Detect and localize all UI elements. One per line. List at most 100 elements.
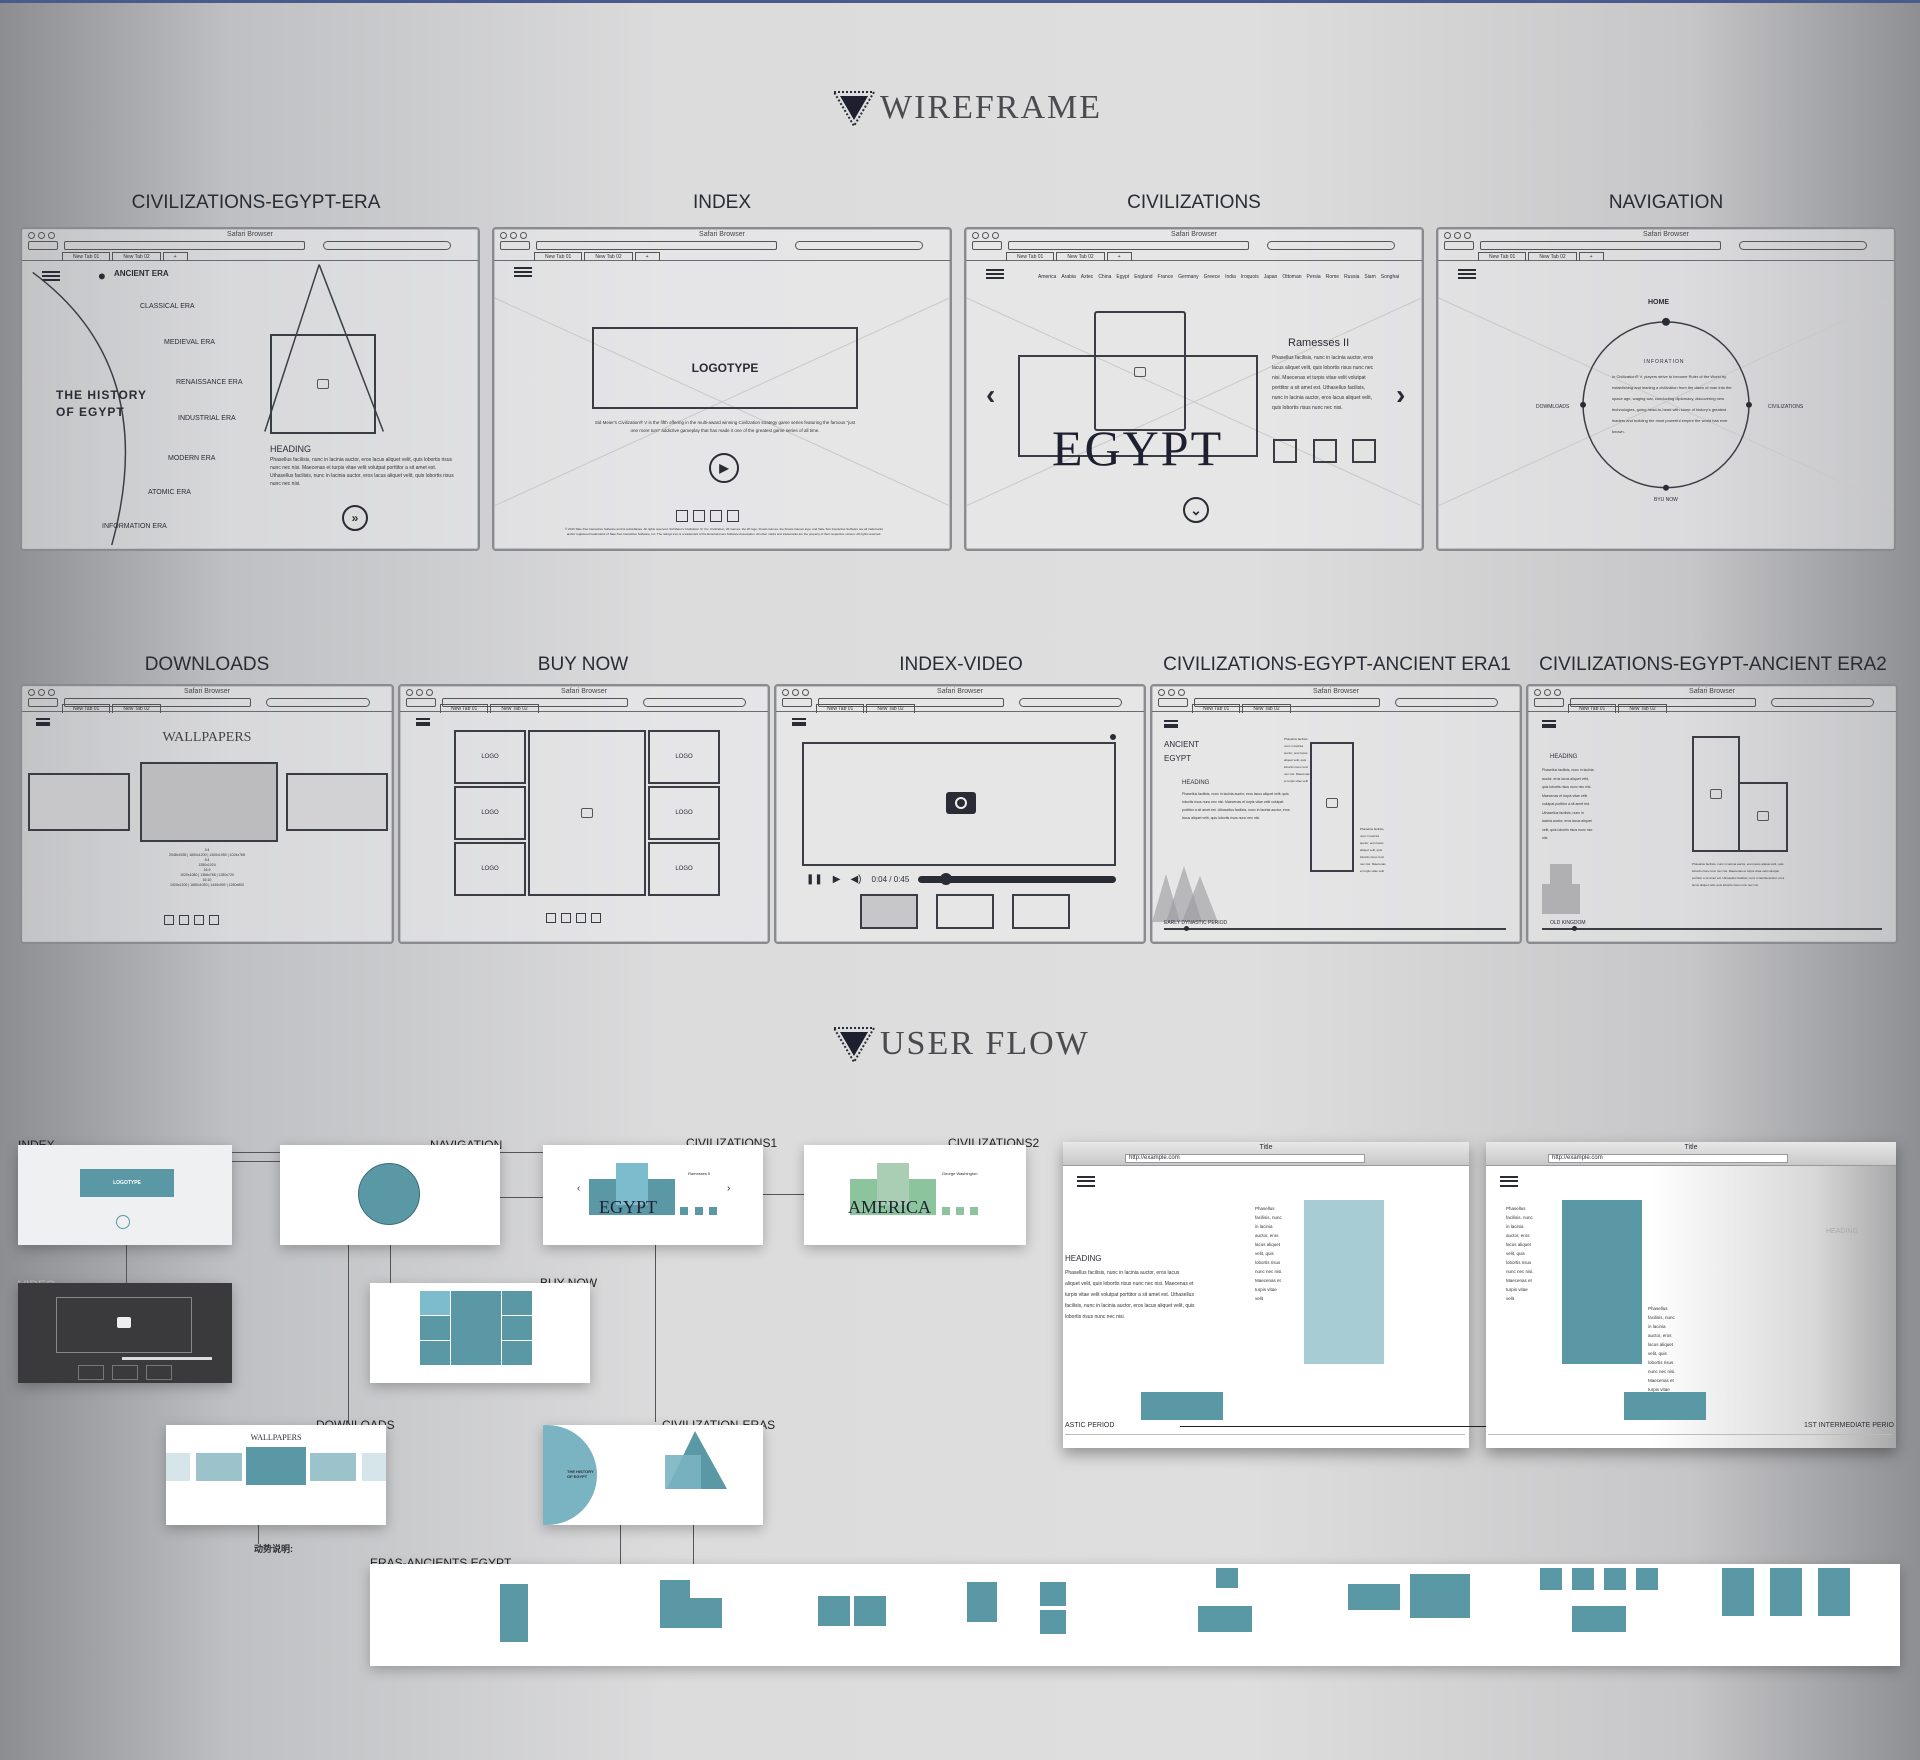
nav-buy-now[interactable]: BYU NOW <box>1654 497 1678 503</box>
thumb-1[interactable] <box>1273 439 1297 463</box>
civ-nav-item[interactable]: Egypt <box>1116 274 1130 280</box>
logo-tile[interactable]: LOGO <box>454 786 526 840</box>
civ-nav-item[interactable]: China <box>1098 274 1112 280</box>
play-icon[interactable]: ▶ <box>832 874 841 885</box>
menu-icon[interactable] <box>416 718 430 726</box>
flow-browser-right[interactable]: Title http://example.com Phasellus facil… <box>1486 1142 1896 1448</box>
next-arrow-icon[interactable]: › <box>1396 379 1406 410</box>
nav-home[interactable]: HOME <box>1648 299 1669 306</box>
scroll-down-button[interactable]: ⌄ <box>1183 497 1209 523</box>
resolution-item[interactable]: 1920x1080 | 1366x768 | 1280x720 <box>180 873 234 877</box>
close-dot-icon[interactable] <box>1110 734 1116 740</box>
civ-nav-item[interactable]: Greece <box>1203 274 1221 280</box>
flow-eras-strip[interactable] <box>370 1564 1900 1666</box>
wallpaper-center[interactable] <box>140 762 278 842</box>
timeline-slider[interactable] <box>1488 1434 1892 1435</box>
menu-icon[interactable] <box>986 269 1004 279</box>
nav-civilizations[interactable]: CIVILIZATIONS <box>1768 404 1804 410</box>
civ-nav-item[interactable]: India <box>1225 274 1236 280</box>
civ-nav-item[interactable]: England <box>1134 274 1153 280</box>
civ-nav-item[interactable]: Siam <box>1364 274 1376 280</box>
timeline-slider[interactable] <box>1164 926 1506 931</box>
menu-icon[interactable] <box>1542 720 1556 728</box>
prev-arrow-icon[interactable]: ‹ <box>986 379 996 410</box>
civ-nav-item[interactable]: Ottoman <box>1282 274 1302 280</box>
menu-icon[interactable] <box>792 718 806 726</box>
era-ancient[interactable]: ANCIENT ERA <box>114 269 169 278</box>
play-button[interactable] <box>116 1215 130 1229</box>
next-button[interactable]: » <box>342 505 368 531</box>
menu-icon[interactable] <box>1077 1176 1095 1187</box>
thumb-2[interactable] <box>1313 439 1337 463</box>
flow-browser-left[interactable]: Title http://example.com HEADING Phasell… <box>1063 1142 1469 1448</box>
era-modern[interactable]: MODERN ERA <box>168 455 216 462</box>
flow-buy-now[interactable] <box>370 1283 590 1383</box>
era-information[interactable]: INFORMATION ERA <box>102 523 167 530</box>
civ-nav-item[interactable]: France <box>1157 274 1174 280</box>
drag-handle[interactable] <box>1624 1392 1706 1420</box>
civ-nav-item[interactable]: Germany <box>1178 274 1199 280</box>
play-button[interactable]: ▶ <box>709 453 739 483</box>
era-industrial[interactable]: INDUSTRIAL ERA <box>178 415 236 422</box>
wallpaper-right[interactable] <box>286 773 388 831</box>
video-progress[interactable] <box>122 1357 212 1360</box>
menu-icon[interactable] <box>514 267 532 277</box>
logo-tile[interactable]: LOGO <box>454 730 526 784</box>
url-field[interactable]: http://example.com <box>1548 1154 1788 1163</box>
url-field[interactable]: http://example.com <box>1125 1154 1365 1163</box>
menu-icon[interactable] <box>1164 720 1178 728</box>
menu-icon[interactable] <box>36 718 50 726</box>
video-thumb-3[interactable] <box>1012 894 1070 929</box>
menu-icon[interactable] <box>1458 269 1476 279</box>
civ-nav-item[interactable]: Arabia <box>1061 274 1076 280</box>
civ-nav-item[interactable]: Japan <box>1263 274 1278 280</box>
video-frame[interactable] <box>802 742 1116 866</box>
progress-thumb[interactable] <box>940 873 952 885</box>
image-placeholder <box>270 334 376 434</box>
civ-nav-item[interactable]: Songhai <box>1380 274 1400 280</box>
resolution-item[interactable]: 1920x1200 | 1680x1050 | 1440x900 | 1280x… <box>170 883 244 887</box>
drag-handle[interactable] <box>1141 1392 1223 1420</box>
flow-video[interactable] <box>18 1283 232 1383</box>
timeline-slider[interactable] <box>1542 926 1882 931</box>
civ-nav-item[interactable]: Russia <box>1344 274 1360 280</box>
next-arrow-icon[interactable]: › <box>727 1183 731 1194</box>
video-thumb-2[interactable] <box>936 894 994 929</box>
wallpaper-left[interactable] <box>28 773 130 831</box>
era-atomic[interactable]: ATOMIC ERA <box>148 489 191 496</box>
civ-nav-item[interactable]: Aztec <box>1080 274 1094 280</box>
flow-civilizations1[interactable]: EGYPT Ramesses II ‹ › <box>543 1145 763 1245</box>
era-renaissance[interactable]: RENAISSANCE ERA <box>176 379 243 386</box>
logo-tile[interactable]: LOGO <box>454 842 526 896</box>
era-medieval[interactable]: MEDIEVAL ERA <box>164 339 215 346</box>
civ-nav-item[interactable]: Persia <box>1306 274 1321 280</box>
civ-nav-item[interactable]: Iroquois <box>1240 274 1259 280</box>
nav-circle[interactable] <box>358 1163 420 1225</box>
flow-downloads[interactable]: WALLPAPERS <box>166 1425 386 1525</box>
video-progress[interactable] <box>918 873 1116 885</box>
civ-nav-item[interactable]: Rome <box>1325 274 1340 280</box>
flow-index[interactable]: LOGOTYPE <box>18 1145 232 1245</box>
pause-icon[interactable]: ❚❚ <box>806 874 823 885</box>
menu-icon[interactable] <box>1500 1176 1518 1187</box>
resolution-item[interactable]: 2048x1535 | 1600x1200 | 1400x1050 | 1024… <box>169 853 245 857</box>
video-thumb-1[interactable] <box>860 894 918 929</box>
flow-civilization-eras[interactable]: THE HISTORY OF EGYPT <box>543 1425 763 1525</box>
flow-navigation[interactable] <box>280 1145 500 1245</box>
image-icon <box>1757 811 1769 821</box>
timeline-slider[interactable] <box>1065 1434 1465 1435</box>
volume-icon[interactable]: ◀) <box>850 874 862 885</box>
prev-arrow-icon[interactable]: ‹ <box>577 1183 581 1194</box>
era-classical[interactable]: CLASSICAL ERA <box>140 303 195 310</box>
thumb-3[interactable] <box>1352 439 1376 463</box>
logo-tile[interactable]: LOGO <box>648 730 720 784</box>
resolution-item[interactable]: 1280x1024 <box>198 863 216 867</box>
menu-icon[interactable] <box>42 271 60 281</box>
flow-civilizations2[interactable]: AMERICA George Washington <box>804 1145 1026 1245</box>
civ-nav-item[interactable]: America <box>1038 274 1057 280</box>
nav-downloads[interactable]: DOWMLOADS <box>1536 404 1570 410</box>
logo-tile[interactable]: LOGO <box>648 786 720 840</box>
logo-tile[interactable]: LOGO <box>648 842 720 896</box>
